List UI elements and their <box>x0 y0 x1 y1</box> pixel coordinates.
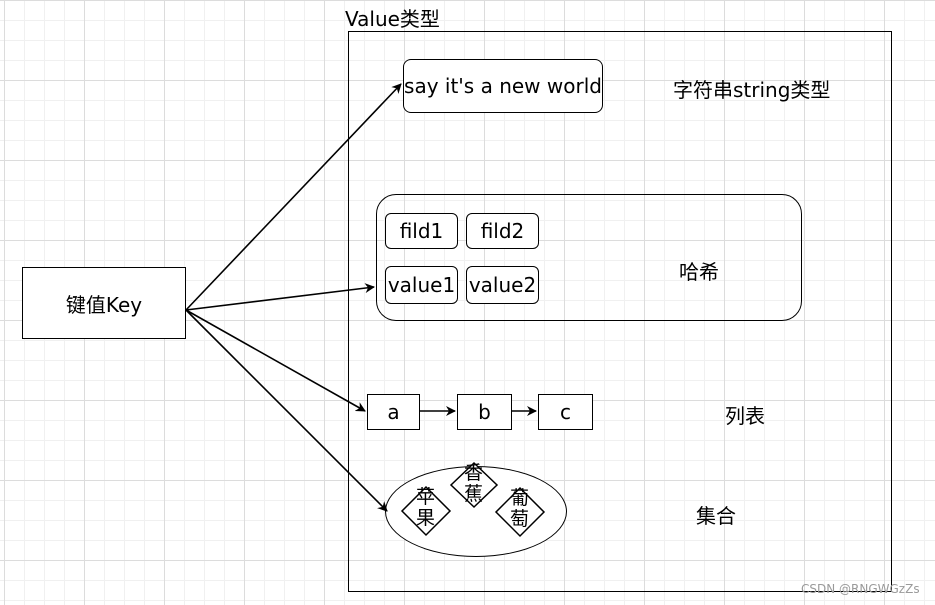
hash-field-1: fild1 <box>385 213 458 249</box>
list-item-b-text: b <box>478 400 491 424</box>
string-value-box: say it's a new world <box>403 59 603 113</box>
list-item-a: a <box>367 394 420 430</box>
arrow-key-to-string <box>185 83 402 311</box>
list-item-c: c <box>538 394 593 430</box>
key-box: 键值Key <box>22 267 186 339</box>
set-label: 集合 <box>696 504 736 528</box>
hash-value-1: value1 <box>385 266 458 304</box>
set-member-2-diamond <box>449 461 499 509</box>
hash-field-2: fild2 <box>466 213 539 249</box>
list-item-a-text: a <box>387 400 400 424</box>
set-member-3-diamond <box>494 486 546 538</box>
set-member-1: 苹 果 <box>416 486 436 529</box>
hash-label: 哈希 <box>679 260 719 284</box>
list-label: 列表 <box>725 404 765 428</box>
hash-value-2-text: value2 <box>468 273 537 297</box>
hash-field-1-text: fild1 <box>399 219 444 243</box>
string-type-label: 字符串string类型 <box>673 78 831 102</box>
container-title: Value类型 <box>345 7 440 31</box>
string-value: say it's a new world <box>404 74 602 98</box>
hash-container <box>376 194 802 321</box>
list-item-c-text: c <box>560 400 571 424</box>
value-container <box>348 31 892 592</box>
hash-value-2: value2 <box>466 266 539 304</box>
set-member-2: 香 蕉 <box>464 462 484 505</box>
key-label: 键值Key <box>65 292 143 317</box>
set-member-1-diamond <box>400 485 452 537</box>
set-member-3: 葡 萄 <box>510 487 530 530</box>
hash-value-1-text: value1 <box>387 273 456 297</box>
arrow-key-to-hash <box>185 283 375 311</box>
watermark: CSDN @RNGWGzZs <box>801 582 920 596</box>
hash-field-2-text: fild2 <box>480 219 525 243</box>
arrow-key-to-list <box>185 309 366 412</box>
list-item-b: b <box>457 394 512 430</box>
arrow-key-to-set <box>185 309 388 512</box>
